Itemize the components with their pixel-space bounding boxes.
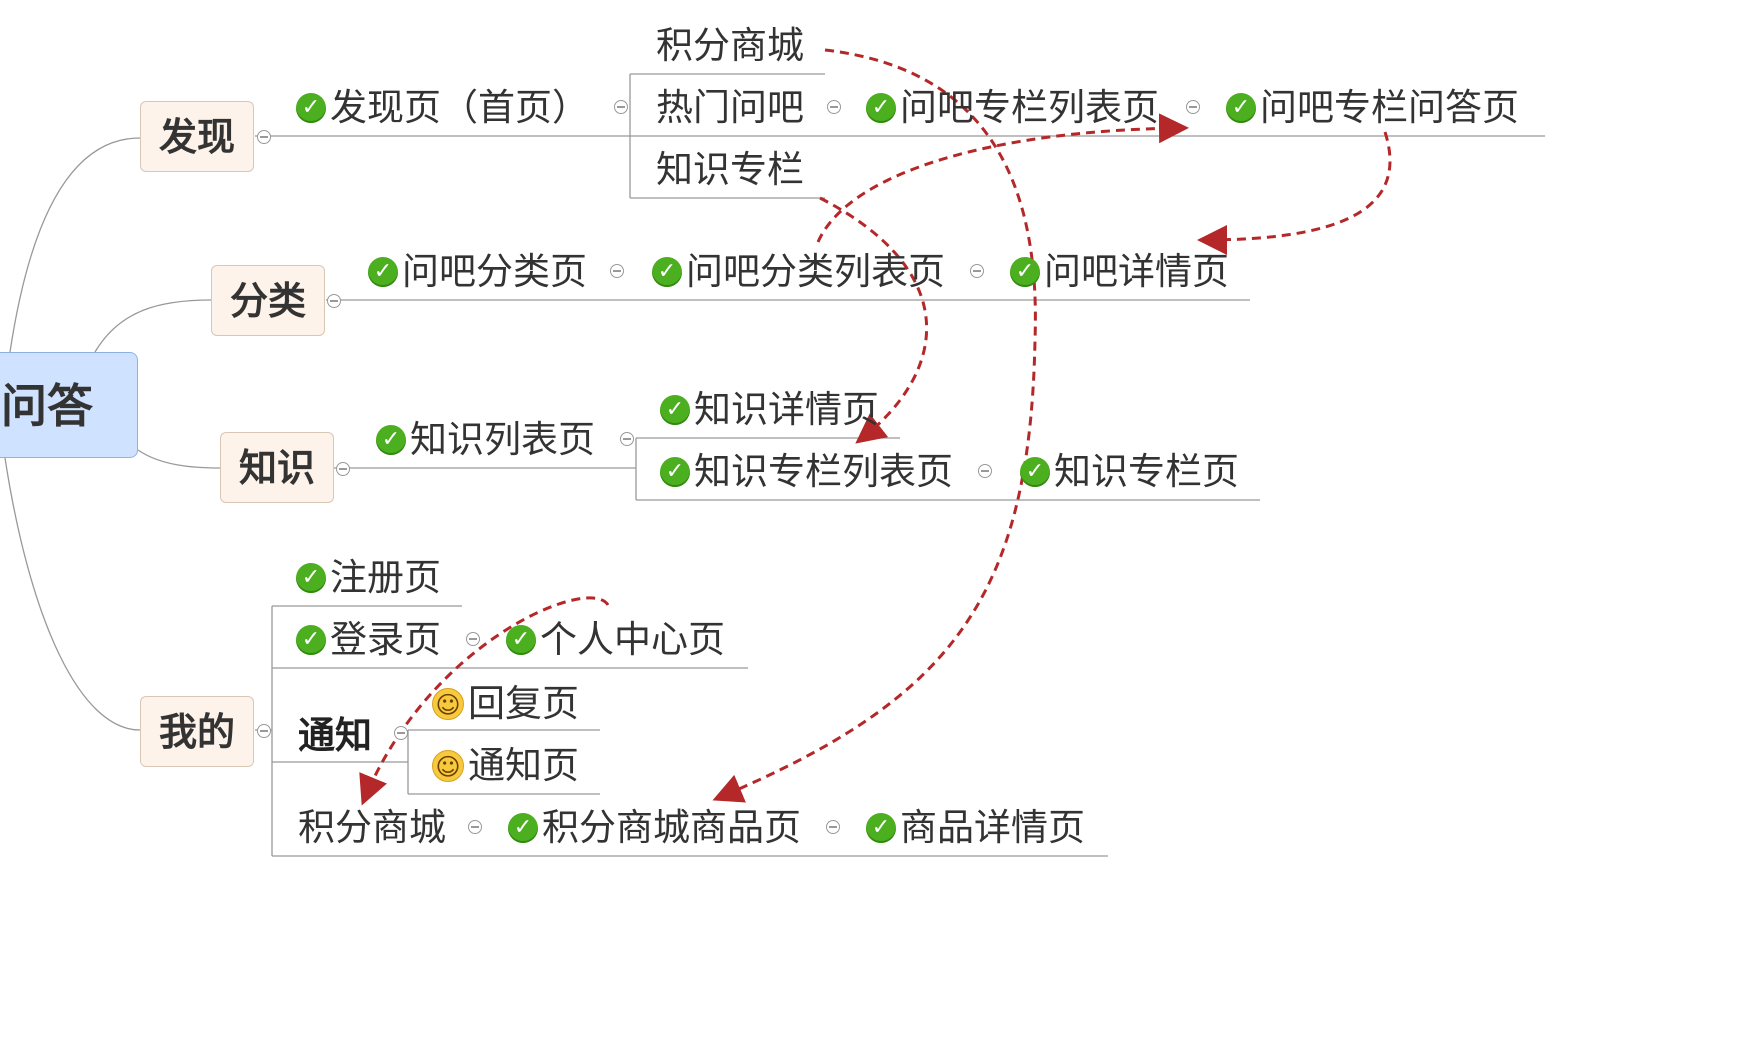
node-label: 商品详情页	[900, 806, 1085, 849]
node-personal-center[interactable]: ✓ 个人中心页	[506, 618, 725, 662]
collapse-toggle-icon[interactable]	[610, 264, 624, 278]
check-circle-icon: ✓	[508, 813, 538, 843]
node-label: 回复页	[468, 682, 579, 725]
check-circle-icon: ✓	[1010, 257, 1040, 287]
node-label: 积分商城商品页	[542, 806, 801, 849]
smile-emoji-icon: ☺	[432, 750, 464, 782]
check-circle-icon: ✓	[296, 93, 326, 123]
arrow-qa-to-detail	[1197, 131, 1392, 255]
node-label: 知识详情页	[694, 388, 879, 431]
node-points-mall-top[interactable]: 积分商城	[656, 24, 804, 68]
node-label: 问吧分类页	[402, 250, 587, 293]
check-circle-icon: ✓	[376, 425, 406, 455]
collapse-toggle-icon[interactable]	[466, 632, 480, 646]
check-circle-icon: ✓	[296, 625, 326, 655]
check-circle-icon: ✓	[368, 257, 398, 287]
node-login[interactable]: ✓ 登录页	[296, 618, 441, 662]
node-label: 热门问吧	[656, 86, 804, 129]
smile-emoji-icon: ☺	[432, 688, 464, 720]
collapse-toggle-icon[interactable]	[257, 724, 271, 738]
collapse-toggle-icon[interactable]	[1186, 100, 1200, 114]
collapse-toggle-icon[interactable]	[978, 464, 992, 478]
node-label: 问吧详情页	[1044, 250, 1229, 293]
node-label: 知识专栏页	[1054, 450, 1239, 493]
node-hot-qa[interactable]: 热门问吧	[656, 86, 804, 130]
node-label: 发现页（首页）	[330, 86, 589, 129]
collapse-toggle-icon[interactable]	[394, 726, 408, 740]
node-knowledge-column-list[interactable]: ✓ 知识专栏列表页	[660, 450, 953, 494]
collapse-toggle-icon[interactable]	[468, 820, 482, 834]
check-circle-icon: ✓	[1226, 93, 1256, 123]
node-knowledge-list[interactable]: ✓ 知识列表页	[376, 418, 595, 462]
node-label: 积分商城	[298, 806, 446, 849]
node-label: 个人中心页	[540, 618, 725, 661]
arrow-column-to-list	[816, 113, 1189, 243]
check-circle-icon: ✓	[660, 457, 690, 487]
node-label: 知识专栏列表页	[694, 450, 953, 493]
node-label: 积分商城	[656, 24, 804, 67]
node-reply-page[interactable]: ☺ 回复页	[432, 682, 579, 726]
node-notify-page[interactable]: ☺ 通知页	[432, 744, 579, 788]
node-home[interactable]: ✓ 发现页（首页）	[296, 86, 589, 130]
root-node[interactable]: 问答	[0, 352, 138, 458]
check-circle-icon: ✓	[652, 257, 682, 287]
check-circle-icon: ✓	[296, 563, 326, 593]
node-label: 问吧分类列表页	[686, 250, 945, 293]
category-knowledge[interactable]: 知识	[220, 432, 334, 503]
check-circle-icon: ✓	[866, 93, 896, 123]
node-qa-category[interactable]: ✓ 问吧分类页	[368, 250, 587, 294]
category-mine[interactable]: 我的	[140, 696, 254, 767]
collapse-toggle-icon[interactable]	[826, 820, 840, 834]
node-points-mall-goods[interactable]: ✓ 积分商城商品页	[508, 806, 801, 850]
check-circle-icon: ✓	[866, 813, 896, 843]
node-points-mall[interactable]: 积分商城	[298, 806, 446, 850]
node-knowledge-column-top[interactable]: 知识专栏	[656, 148, 804, 192]
node-label: 问吧专栏问答页	[1260, 86, 1519, 129]
node-qa-column-qa[interactable]: ✓ 问吧专栏问答页	[1226, 86, 1519, 130]
node-label: 知识列表页	[410, 418, 595, 461]
collapse-toggle-icon[interactable]	[970, 264, 984, 278]
collapse-toggle-icon[interactable]	[620, 432, 634, 446]
node-label: 注册页	[330, 556, 441, 599]
collapse-toggle-icon[interactable]	[257, 130, 271, 144]
collapse-toggle-icon[interactable]	[614, 100, 628, 114]
collapse-toggle-icon[interactable]	[827, 100, 841, 114]
node-qa-detail[interactable]: ✓ 问吧详情页	[1010, 250, 1229, 294]
node-knowledge-detail[interactable]: ✓ 知识详情页	[660, 388, 879, 432]
node-label: 知识专栏	[656, 148, 804, 191]
check-circle-icon: ✓	[660, 395, 690, 425]
node-register[interactable]: ✓ 注册页	[296, 556, 441, 600]
category-classify[interactable]: 分类	[211, 265, 325, 336]
check-circle-icon: ✓	[506, 625, 536, 655]
collapse-toggle-icon[interactable]	[336, 462, 350, 476]
node-label: 登录页	[330, 618, 441, 661]
node-label: 问吧专栏列表页	[900, 86, 1159, 129]
node-label: 通知页	[468, 744, 579, 787]
category-discover[interactable]: 发现	[140, 101, 254, 172]
node-knowledge-column[interactable]: ✓ 知识专栏页	[1020, 450, 1239, 494]
node-qa-column-list[interactable]: ✓ 问吧专栏列表页	[866, 86, 1159, 130]
collapse-toggle-icon[interactable]	[327, 294, 341, 308]
node-qa-category-list[interactable]: ✓ 问吧分类列表页	[652, 250, 945, 294]
node-goods-detail[interactable]: ✓ 商品详情页	[866, 806, 1085, 850]
node-notify-group[interactable]: 通知	[298, 714, 372, 757]
check-circle-icon: ✓	[1020, 457, 1050, 487]
